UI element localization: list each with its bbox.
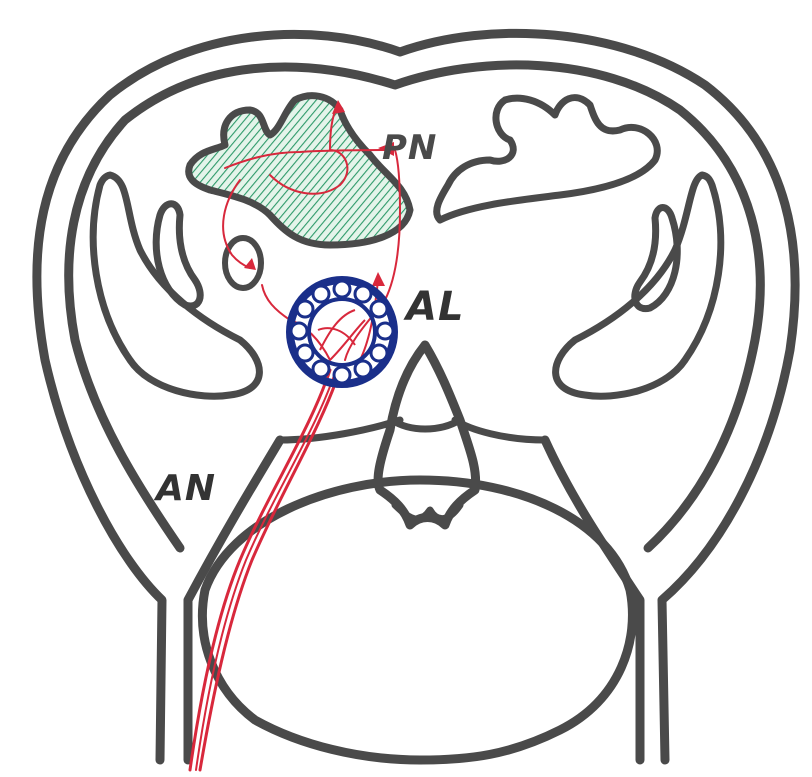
label-al: AL (406, 284, 464, 330)
label-pn: PN (382, 128, 437, 168)
left-inner-loop (156, 204, 200, 306)
inner-outline (188, 440, 640, 760)
small-oval (225, 238, 261, 288)
label-an: AN (156, 468, 216, 509)
right-lobe (437, 98, 658, 220)
central-process (378, 345, 476, 525)
left-lobe-hatched (189, 96, 410, 245)
